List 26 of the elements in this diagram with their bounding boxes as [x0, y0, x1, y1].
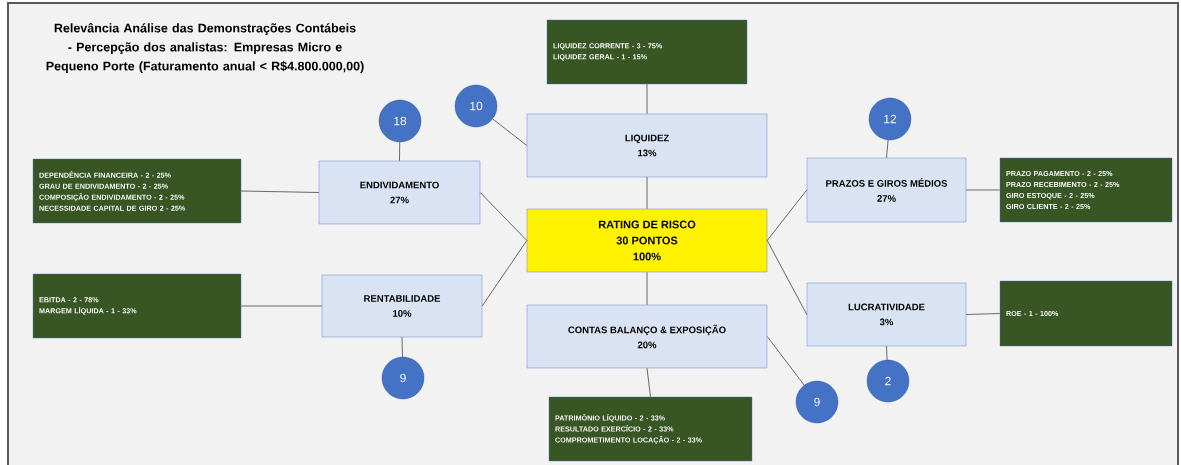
- connector: [766, 240, 808, 315]
- connector: [646, 83, 648, 115]
- category-box: LUCRATIVIDADE 3%: [806, 282, 967, 347]
- connector: [886, 345, 888, 361]
- connector: [479, 192, 528, 241]
- connector: [886, 139, 889, 159]
- connector: [399, 141, 401, 162]
- connector: [766, 336, 805, 386]
- connector: [965, 189, 1001, 191]
- category-box: ENDIVIDAMENTO 27%: [318, 160, 481, 225]
- connector: [646, 367, 651, 398]
- category-box: CONTAS BALANÇO & EXPOSIÇÃO 20%: [526, 304, 768, 369]
- category-box: LIQUIDEZ 13%: [526, 113, 768, 178]
- connector: [240, 190, 320, 193]
- title: Relevância Análise das Demonstrações Contábeis - Percepção dos analistas: Empresas Micro e Pequeno Porte (Faturamento anual < R$4.800.000,00): [46, 23, 364, 73]
- connector: [401, 336, 403, 358]
- connector: [492, 118, 528, 146]
- rating-box: RATING DE RISCO 30 PONTOS 100%: [526, 208, 768, 273]
- category-box: PRAZOS E GIROS MÉDIOS 27%: [806, 157, 967, 223]
- connector: [766, 189, 808, 241]
- connector: [646, 176, 648, 210]
- connector: [240, 305, 323, 307]
- connector: [481, 240, 528, 307]
- category-box: RENTABILIDADE 10%: [321, 274, 483, 338]
- connector: [965, 313, 1001, 315]
- connector: [646, 271, 648, 306]
